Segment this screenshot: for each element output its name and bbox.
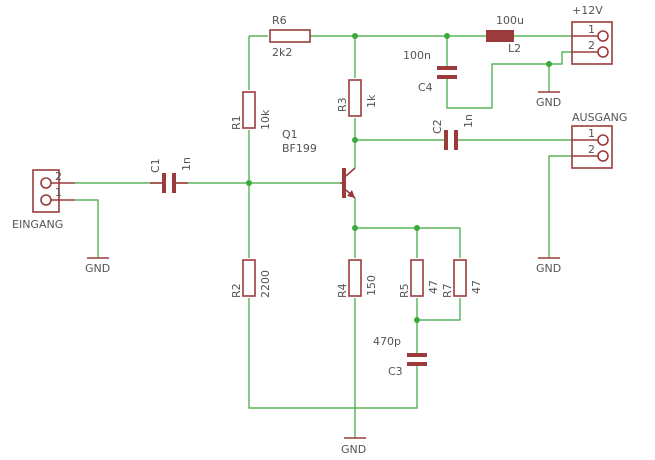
supply-pin1-pad [597,30,609,42]
eingang-pin2-label: 2 [55,170,62,183]
junction-base [246,180,252,186]
gnd-output-label: GND [536,262,561,275]
junctions [246,33,552,323]
connector-ausgang: 1 2 AUSGANG [571,111,627,169]
c4-value: 100n [403,49,431,62]
capacitor-c1: C1 1n [149,157,193,193]
r6-name: R6 [272,14,287,27]
r7-name: R7 [441,283,454,298]
transistor-q1: Q1 BF199 [282,128,356,199]
inductor-l2: 100u L2 [486,14,524,55]
junction-top-c4 [444,33,450,39]
gnd-main: GND [341,437,366,456]
connector-eingang: 2 1 EINGANG [12,169,75,231]
gnd-input-label: GND [85,262,110,275]
ausgang-pin2-label: 2 [588,143,595,156]
gnd-main-label: GND [341,443,366,456]
junction-top-r3 [352,33,358,39]
ausgang-pin2-pad [597,150,609,162]
q1-value: BF199 [282,142,317,155]
c3-value: 470p [373,335,401,348]
c4-name: C4 [418,81,433,94]
ausgang-label: AUSGANG [572,111,627,124]
eingang-pin1-label: 1 [55,186,62,199]
r4-value: 150 [365,275,378,296]
gnd-output: GND [536,257,561,275]
junction-r5-top [414,225,420,231]
connector-supply: 1 2 +12V [571,4,613,65]
r3-value: 1k [365,94,378,108]
emitter-arrow [347,190,355,198]
capacitor-c2: C2 1n [431,114,475,150]
l2-value: 100u [496,14,524,27]
junction-gnd-supply [546,61,552,67]
resistor-r2: R2 2200 [230,259,272,298]
junction-emitter [352,225,358,231]
resistor-r6: R6 2k2 [269,14,311,59]
resistor-r1: R1 10k [230,91,272,130]
r5-value: 47 [427,280,440,294]
resistor-r7: R7 47 [441,259,483,298]
gnd-supply: GND [536,91,561,109]
supply-pin1-label: 1 [588,23,595,36]
c2-value: 1n [462,114,475,128]
r4-name: R4 [336,283,349,298]
wires [75,35,572,438]
r7-value: 47 [470,280,483,294]
ausgang-pin1-pad [597,134,609,146]
r6-value: 2k2 [272,46,292,59]
r3-name: R3 [336,97,349,112]
capacitor-c4: 100n C4 [403,49,457,94]
resistor-r3: R3 1k [336,79,378,117]
resistor-r5: R5 47 [398,259,440,298]
gnd-input: GND [85,257,110,275]
supply-pin2-label: 2 [588,39,595,52]
eingang-pin1-pad [40,194,52,206]
c1-name: C1 [149,158,162,173]
capacitor-c3: 470p C3 [373,335,427,378]
junction-collector [352,137,358,143]
eingang-label: EINGANG [12,218,63,231]
l2-name: L2 [508,42,521,55]
r1-value: 10k [259,109,272,130]
c3-name: C3 [388,365,403,378]
r5-name: R5 [398,283,411,298]
junction-r5-bottom [414,317,420,323]
resistor-r4: R4 150 [336,259,378,298]
supply-pin2-pad [597,46,609,58]
ausgang-pin1-label: 1 [588,127,595,140]
gnd-supply-label: GND [536,96,561,109]
r1-name: R1 [230,115,243,130]
supply-label: +12V [572,4,603,17]
r2-name: R2 [230,283,243,298]
c2-name: C2 [431,119,444,134]
c1-value: 1n [180,157,193,171]
eingang-pin2-pad [40,177,52,189]
q1-name: Q1 [282,128,298,141]
r2-value: 2200 [259,270,272,298]
